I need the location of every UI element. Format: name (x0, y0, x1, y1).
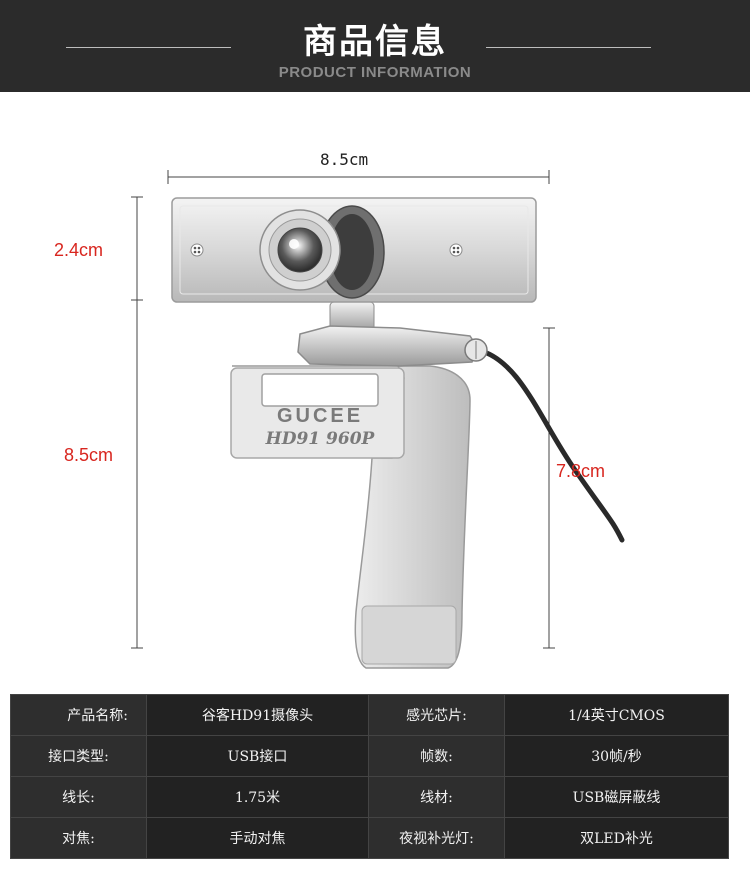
camera-lens (277, 227, 323, 273)
spec-table: 产品名称: 谷客HD91摄像头 感光芯片: 1/4英寸CMOS 接口类型: US… (10, 694, 729, 859)
page-title: 商品信息 (303, 22, 447, 62)
camera-height-dimension-line (131, 196, 143, 301)
clip-foot-pad (361, 605, 457, 665)
header-banner: 商品信息 PRODUCT INFORMATION (0, 0, 750, 92)
spec-value: 30帧/秒 (504, 735, 729, 777)
spec-value: USB磁屏蔽线 (504, 776, 729, 818)
product-figure: GUCEE HD91 960P 8.5cm 2.4cm 8.5cm 7.8cm (0, 92, 750, 696)
spec-key: 对焦: (10, 817, 147, 859)
usb-cable (475, 347, 625, 543)
spec-key: 产品名称: (10, 694, 147, 736)
spec-value: 1/4英寸CMOS (504, 694, 729, 736)
camera-height-label: 2.4cm (54, 240, 104, 260)
total-height-dimension-line (131, 300, 143, 649)
table-row: 对焦: 手动对焦 夜视补光灯: 双LED补光 (10, 817, 729, 859)
table-row: 线长: 1.75米 线材: USB磁屏蔽线 (10, 776, 729, 818)
spec-key: 感光芯片: (368, 694, 505, 736)
clip-height-dimension-line (543, 327, 555, 649)
product-model: HD91 960P (265, 429, 375, 449)
total-height-label: 8.5cm (64, 445, 114, 465)
table-row: 接口类型: USB接口 帧数: 30帧/秒 (10, 735, 729, 777)
spec-key: 夜视补光灯: (368, 817, 505, 859)
spec-value: 手动对焦 (146, 817, 369, 859)
product-logo: GUCEE (276, 405, 364, 427)
page-subtitle: PRODUCT INFORMATION (278, 64, 472, 81)
clip-height-label: 7.8cm (556, 461, 606, 481)
width-dimension-label: 8.5cm (320, 150, 369, 169)
width-dimension-line (167, 170, 550, 184)
spec-key: 线长: (10, 776, 147, 818)
spec-key: 线材: (368, 776, 505, 818)
spec-value: 双LED补光 (504, 817, 729, 859)
hinge-block (297, 325, 479, 367)
clip-cutout (261, 373, 379, 407)
header-divider-left (66, 47, 231, 48)
header-divider-right (486, 47, 651, 48)
table-row: 产品名称: 谷客HD91摄像头 感光芯片: 1/4英寸CMOS (10, 694, 729, 736)
led-right (449, 243, 463, 257)
clip-bracket (232, 365, 471, 669)
spec-value: USB接口 (146, 735, 369, 777)
spec-value: 1.75米 (146, 776, 369, 818)
led-left (190, 243, 204, 257)
webcam-illustration (131, 170, 625, 669)
spec-key: 帧数: (368, 735, 505, 777)
spec-value: 谷客HD91摄像头 (146, 694, 369, 736)
spec-key: 接口类型: (10, 735, 147, 777)
